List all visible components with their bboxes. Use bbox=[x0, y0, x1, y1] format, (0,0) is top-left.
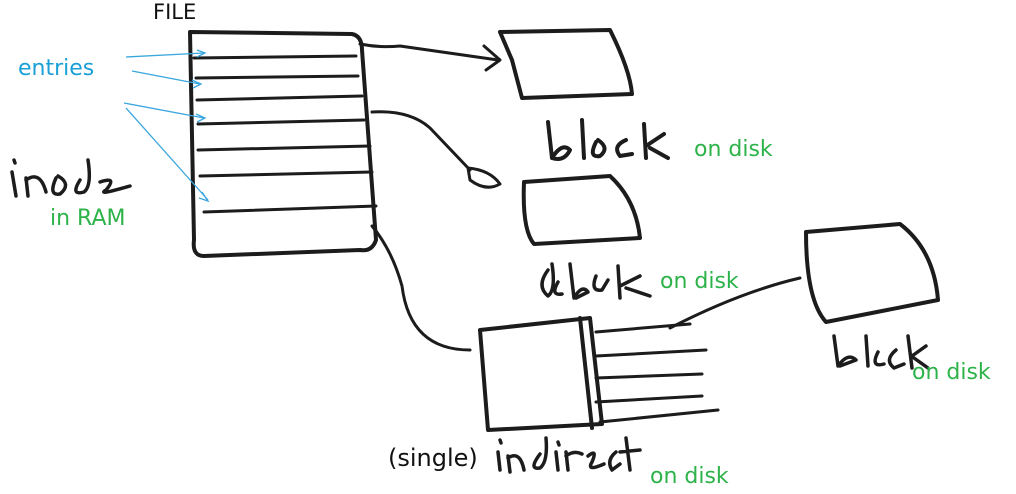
block-box-1 bbox=[498, 28, 634, 100]
in-ram-label: in RAM bbox=[50, 206, 126, 231]
handwritten-indirect bbox=[496, 436, 642, 474]
pointer-arrows bbox=[358, 42, 802, 352]
on-disk-label-2: on disk bbox=[660, 269, 739, 294]
file-label: FILE bbox=[153, 0, 197, 24]
handwritten-block-3 bbox=[832, 334, 930, 370]
entries-label: entries bbox=[18, 56, 95, 81]
single-label: (single) bbox=[388, 444, 478, 472]
handwritten-block-2 bbox=[540, 262, 652, 300]
indirect-block bbox=[478, 316, 720, 432]
block-box-2 bbox=[521, 174, 642, 246]
handwritten-inode bbox=[10, 158, 132, 198]
on-disk-label-1: on disk bbox=[694, 137, 773, 162]
on-disk-label-3: on disk bbox=[912, 360, 991, 385]
handwritten-block-1 bbox=[546, 118, 670, 161]
block-box-3 bbox=[804, 222, 940, 324]
entries-arrows bbox=[123, 49, 210, 203]
on-disk-label-4: on disk bbox=[650, 464, 729, 489]
inode-table bbox=[188, 30, 378, 258]
